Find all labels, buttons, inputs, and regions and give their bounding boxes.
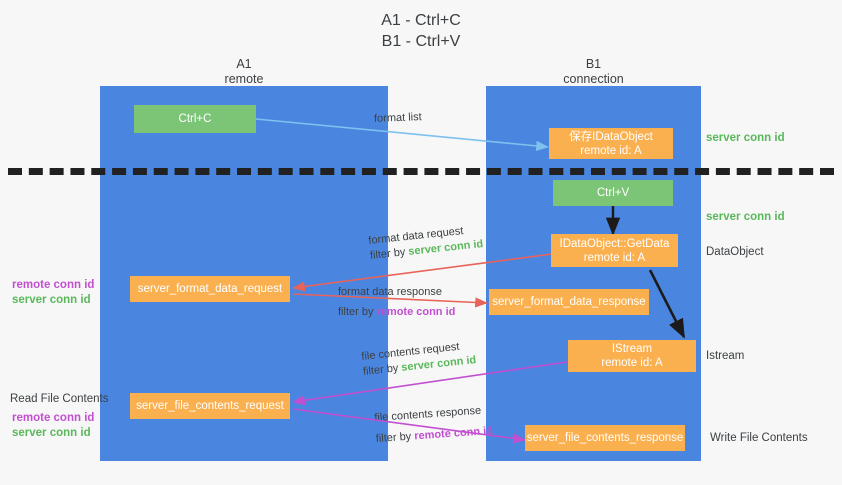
edge-label-line1: file contents response (373, 404, 482, 425)
node-ctrl-c[interactable]: Ctrl+C (134, 105, 256, 133)
annotation-remote-conn-id-2: remote conn id (12, 412, 95, 424)
phase-separator-dashed-line (8, 168, 834, 175)
edge-label-filter: filter by remote conn id (375, 424, 493, 447)
annotation-read-file-contents: Read File Contents (10, 393, 109, 405)
edge-label-format-list: format list (374, 110, 422, 127)
edge-label-format-data-response: format data response filter by remote co… (338, 285, 455, 320)
edge-label-file-contents-response: file contents response filter by remote … (374, 403, 494, 447)
annotation-remote-conn-id-1: remote conn id (12, 279, 95, 291)
annotation-server-conn-id-4: server conn id (12, 427, 91, 439)
node-server-format-data-response[interactable]: server_format_data_response (489, 289, 649, 315)
filter-prefix: filter by (369, 245, 409, 262)
node-server-file-contents-response[interactable]: server_file_contents_response (525, 425, 685, 451)
filter-prefix: filter by (338, 306, 377, 318)
annotation-server-conn-id-1: server conn id (706, 132, 785, 144)
node-idataobject-getdata[interactable]: IDataObject::GetData remote id: A (551, 234, 678, 267)
annotation-istream: Istream (706, 350, 745, 362)
filter-prefix: filter by (362, 361, 402, 378)
edge-label-line1: format data response (338, 286, 442, 298)
edge-label-line1: format list (373, 111, 422, 125)
node-save-idataobject[interactable]: 保存IDataObject remote id: A (549, 128, 673, 159)
node-server-file-contents-request[interactable]: server_file_contents_request (130, 393, 290, 419)
annotation-write-file-contents: Write File Contents (710, 432, 808, 444)
filter-prefix: filter by (375, 430, 415, 446)
node-ctrl-v[interactable]: Ctrl+V (553, 180, 673, 206)
annotation-server-conn-id-2: server conn id (706, 211, 785, 223)
lane-a1-header: A1 remote (224, 57, 264, 86)
filter-value: remote conn id (413, 424, 494, 443)
lane-b1-header: B1 connection (563, 57, 624, 86)
filter-value: remote conn id (376, 306, 456, 318)
node-server-format-data-request[interactable]: server_format_data_request (130, 276, 290, 302)
diagram-title: A1 - Ctrl+C B1 - Ctrl+V (381, 12, 461, 50)
annotation-server-conn-id-3: server conn id (12, 294, 91, 306)
node-istream[interactable]: IStream remote id: A (568, 340, 696, 372)
annotation-dataobject: DataObject (706, 246, 764, 258)
edge-label-filter: filter by remote conn id (338, 305, 455, 320)
